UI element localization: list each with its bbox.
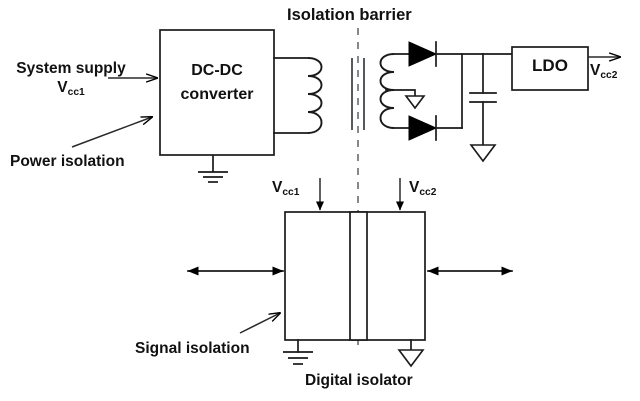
isolation-barrier-label: Isolation barrier — [287, 6, 412, 24]
transformer-secondary-winding — [379, 53, 416, 129]
iso-vcc1-v-glyph: V — [272, 179, 283, 196]
dcdc-input-ground-symbol — [198, 155, 228, 183]
dcdc-converter-block[interactable] — [159, 29, 275, 156]
power-isolation-pointer-arrow — [71, 117, 152, 148]
ldo-block[interactable] — [482, 46, 589, 91]
system-supply-vcc1-label: Vcc1 — [6, 79, 136, 98]
system-supply-label: System supply — [16, 60, 126, 77]
filter-capacitor — [469, 53, 497, 146]
iso-vcc2-v-glyph: V — [409, 179, 420, 196]
isolator-ground-primary-symbol — [283, 339, 313, 365]
dcdc-label-line2: converter — [180, 86, 254, 103]
dcdc-label-line1: DC-DC — [191, 62, 243, 79]
vcc2-out-subscript: cc2 — [600, 70, 618, 81]
signal-isolation-label: Signal isolation — [135, 340, 250, 357]
digital-isolator-label: Digital isolator — [305, 372, 413, 389]
signal-isolation-pointer-arrow — [239, 313, 280, 334]
isolator-vcc2-label: Vcc2 — [409, 179, 437, 198]
vcc2-output-label: Vcc2 — [590, 62, 618, 81]
ldo-label: LDO — [532, 56, 568, 75]
transformer-core — [351, 58, 365, 130]
digital-isolator-block[interactable] — [284, 211, 426, 341]
rectifier-diode-bottom — [408, 53, 463, 141]
iso-vcc1-subscript: cc1 — [282, 187, 300, 198]
power-isolation-label: Power isolation — [10, 153, 125, 170]
output-ground-symbol — [469, 144, 497, 163]
isolator-vcc1-label: Vcc1 — [272, 179, 300, 198]
iso-vcc2-subscript: cc2 — [419, 187, 437, 198]
vcc1-v-glyph: V — [57, 79, 68, 96]
transformer-primary-winding — [273, 57, 323, 134]
rectifier-diode-top — [408, 41, 484, 67]
center-tap-ground-symbol — [404, 95, 426, 110]
vcc1-subscript: cc1 — [67, 87, 85, 98]
vcc2-out-v-glyph: V — [590, 62, 601, 79]
isolator-ground-secondary-symbol — [397, 339, 425, 368]
